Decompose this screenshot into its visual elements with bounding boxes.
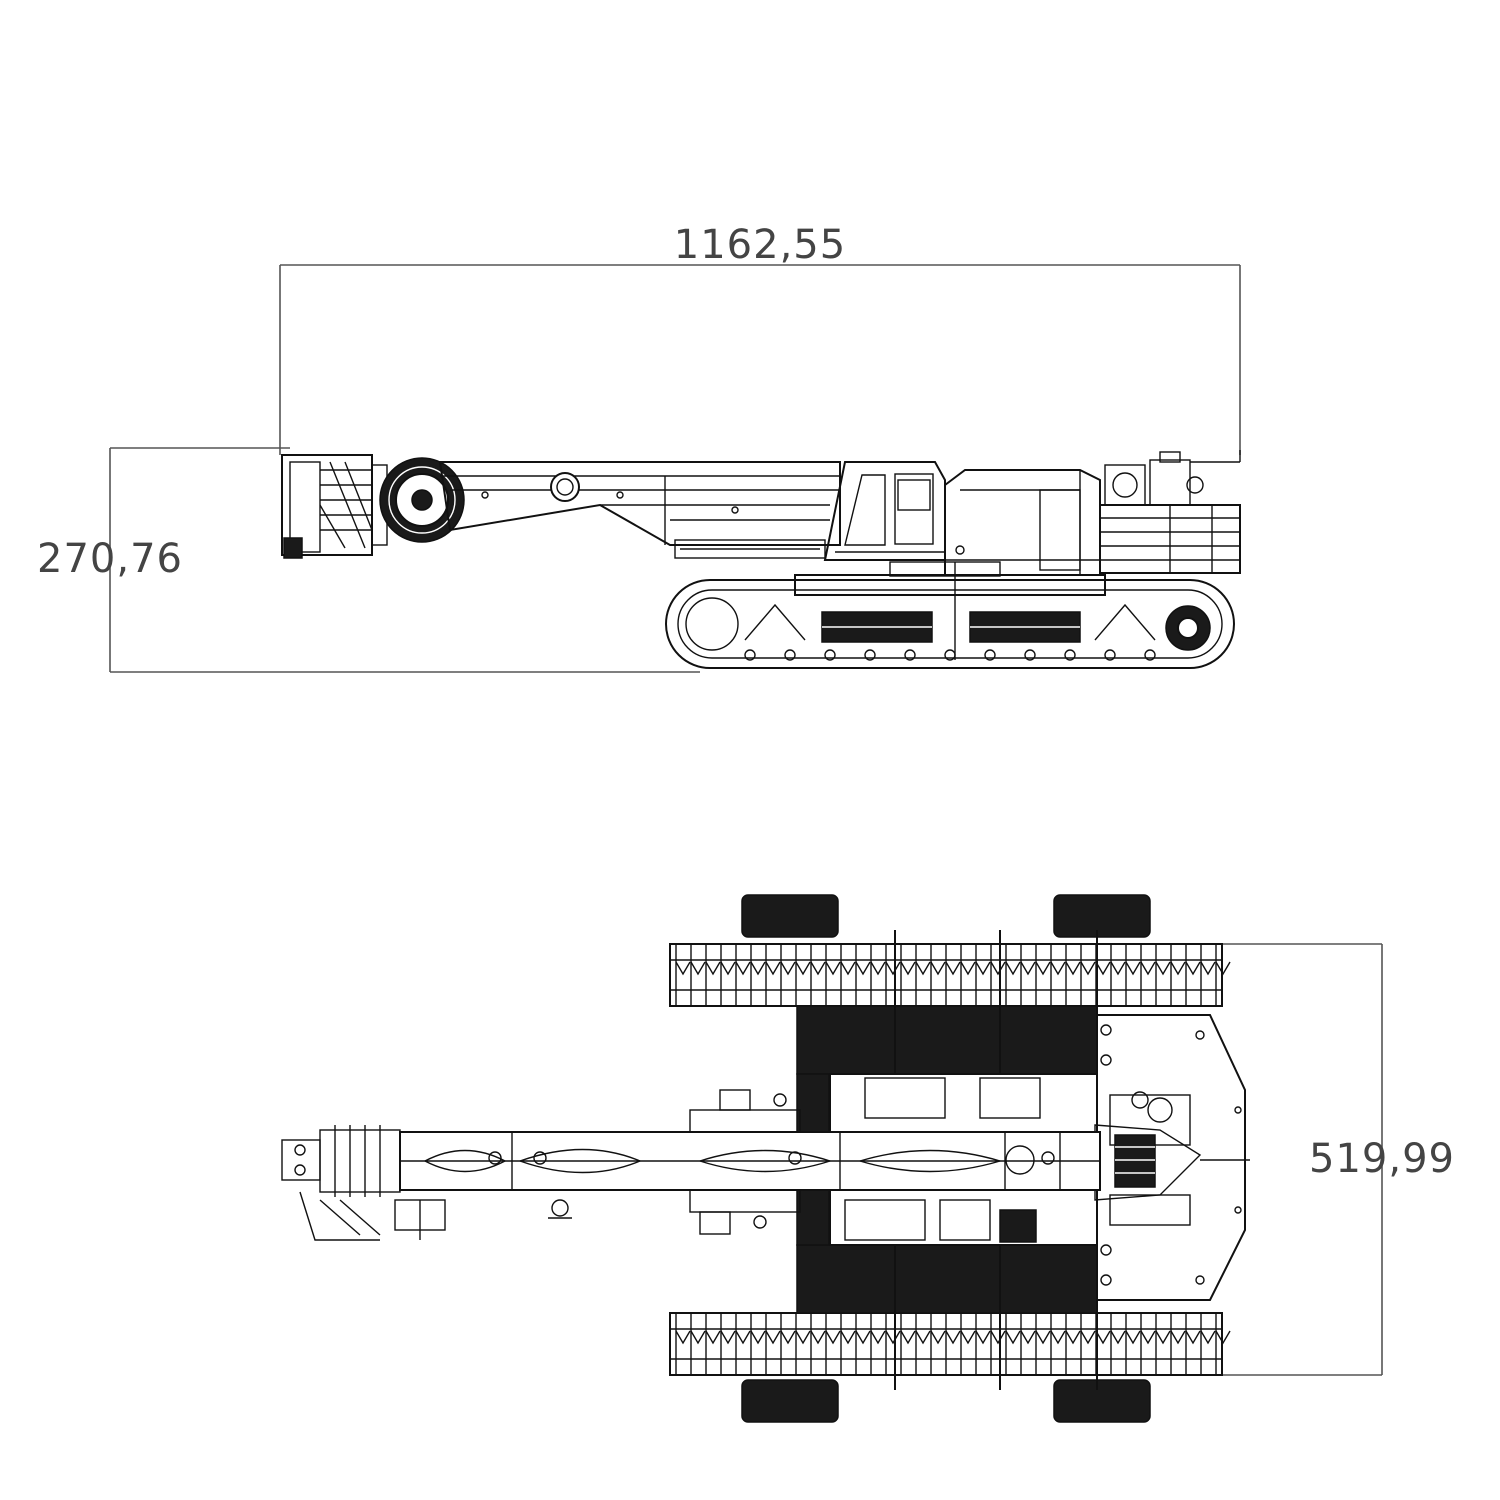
track-shoe-upper — [675, 961, 691, 976]
track-shoe-lower — [990, 1330, 1006, 1345]
track-shoe-lower — [1125, 1330, 1141, 1345]
length-dimension: 1162,55 — [279, 222, 1241, 455]
track-shoe-upper — [690, 961, 706, 976]
track-rollers — [744, 649, 1156, 661]
track-shoe-lower — [900, 1330, 916, 1345]
boom-head-top — [281, 1125, 446, 1241]
track-shoe-lower — [1140, 1330, 1156, 1345]
length-dimension-label: 1162,55 — [674, 222, 846, 268]
boom-side-equipment — [548, 1089, 801, 1235]
track-shoe-upper — [1215, 961, 1231, 976]
track-shoe-lower — [720, 1330, 736, 1345]
track-shoe-upper — [960, 961, 976, 976]
track-shoe-upper — [1200, 961, 1216, 976]
track-shoe-lower — [765, 1330, 781, 1345]
track-shoe-upper — [1185, 961, 1201, 976]
counterweight-plate — [1096, 1014, 1246, 1301]
track-shoe-upper — [765, 961, 781, 976]
track-shoe-upper — [735, 961, 751, 976]
track-shoe-lower — [1215, 1330, 1231, 1345]
track-shoe-lower — [735, 1330, 751, 1345]
machinery-deck — [1094, 1091, 1250, 1226]
height-dimension: 270,76 — [37, 447, 700, 673]
track-shoe-lower — [1170, 1330, 1186, 1345]
track-shoe-lower — [1110, 1330, 1126, 1345]
machinery-top — [1104, 450, 1241, 506]
track-shoe-lower — [1065, 1330, 1081, 1345]
track-shoe-lower — [675, 1330, 691, 1345]
track-shoe-upper — [930, 961, 946, 976]
width-dimension: 519,99 — [1220, 943, 1455, 1376]
track-shoe-upper — [825, 961, 841, 976]
track-shoe-upper — [855, 961, 871, 976]
track-shoe-lower — [825, 1330, 841, 1345]
track-shoe-upper — [1035, 961, 1051, 976]
track-shoe-upper — [840, 961, 856, 976]
track-shoe-lower — [810, 1330, 826, 1345]
track-shoe-upper — [810, 961, 826, 976]
crawler-track-lower — [669, 1312, 1231, 1376]
track-shoe-lower — [1185, 1330, 1201, 1345]
track-shoe-lower — [1095, 1330, 1111, 1345]
track-shoe-lower — [1005, 1330, 1021, 1345]
track-shoe-upper — [795, 961, 811, 976]
track-shoe-lower — [1050, 1330, 1066, 1345]
track-shoe-lower — [1200, 1330, 1216, 1345]
track-shoe-upper — [1005, 961, 1021, 976]
track-shoe-lower — [930, 1330, 946, 1345]
track-shoe-lower — [1035, 1330, 1051, 1345]
track-shoe-upper — [975, 961, 991, 976]
track-shoe-upper — [915, 961, 931, 976]
track-shoe-lower — [750, 1330, 766, 1345]
superstructure — [944, 469, 1101, 576]
track-shoe-upper — [990, 961, 1006, 976]
track-shoe-upper — [1125, 961, 1141, 976]
track-shoe-upper — [1110, 961, 1126, 976]
track-shoe-upper — [780, 961, 796, 976]
telescopic-boom — [438, 461, 841, 559]
track-shoe-upper — [1020, 961, 1036, 976]
track-shoe-upper — [1080, 961, 1096, 976]
operator-cab — [823, 461, 946, 561]
track-shoe-lower — [705, 1330, 721, 1345]
boom-head — [281, 454, 388, 559]
crawler-track-side — [665, 561, 1235, 669]
track-shoe-upper — [705, 961, 721, 976]
top-view: 519,99 — [281, 894, 1455, 1423]
track-shoe-upper — [1050, 961, 1066, 976]
track-shoe-lower — [1155, 1330, 1171, 1345]
track-shoe-lower — [915, 1330, 931, 1345]
counterweight — [1099, 504, 1241, 574]
track-shoe-lower — [795, 1330, 811, 1345]
track-shoe-upper — [870, 961, 886, 976]
side-view: 1162,55 270,76 — [37, 222, 1241, 673]
track-shoe-lower — [885, 1330, 901, 1345]
crawler-track-upper — [669, 943, 1231, 1007]
track-shoe-upper — [900, 961, 916, 976]
track-shoe-lower — [855, 1330, 871, 1345]
track-shoe-lower — [780, 1330, 796, 1345]
track-shoe-lower — [975, 1330, 991, 1345]
track-shoe-upper — [750, 961, 766, 976]
telescopic-boom-top — [399, 1131, 1101, 1191]
width-dimension-label: 519,99 — [1309, 1136, 1455, 1182]
track-shoe-lower — [840, 1330, 856, 1345]
track-shoe-upper — [720, 961, 736, 976]
track-shoe-lower — [690, 1330, 706, 1345]
track-shoe-upper — [945, 961, 961, 976]
track-shoe-lower — [1020, 1330, 1036, 1345]
track-shoe-lower — [870, 1330, 886, 1345]
track-shoe-upper — [1065, 961, 1081, 976]
track-shoe-lower — [1080, 1330, 1096, 1345]
track-shoe-upper — [1095, 961, 1111, 976]
track-shoe-upper — [1155, 961, 1171, 976]
track-shoe-upper — [1170, 961, 1186, 976]
track-shoe-upper — [885, 961, 901, 976]
track-shoe-upper — [1140, 961, 1156, 976]
track-shoe-lower — [960, 1330, 976, 1345]
height-dimension-label: 270,76 — [37, 536, 183, 582]
outrigger-pads-top — [741, 894, 1151, 1423]
track-shoe-lower — [945, 1330, 961, 1345]
